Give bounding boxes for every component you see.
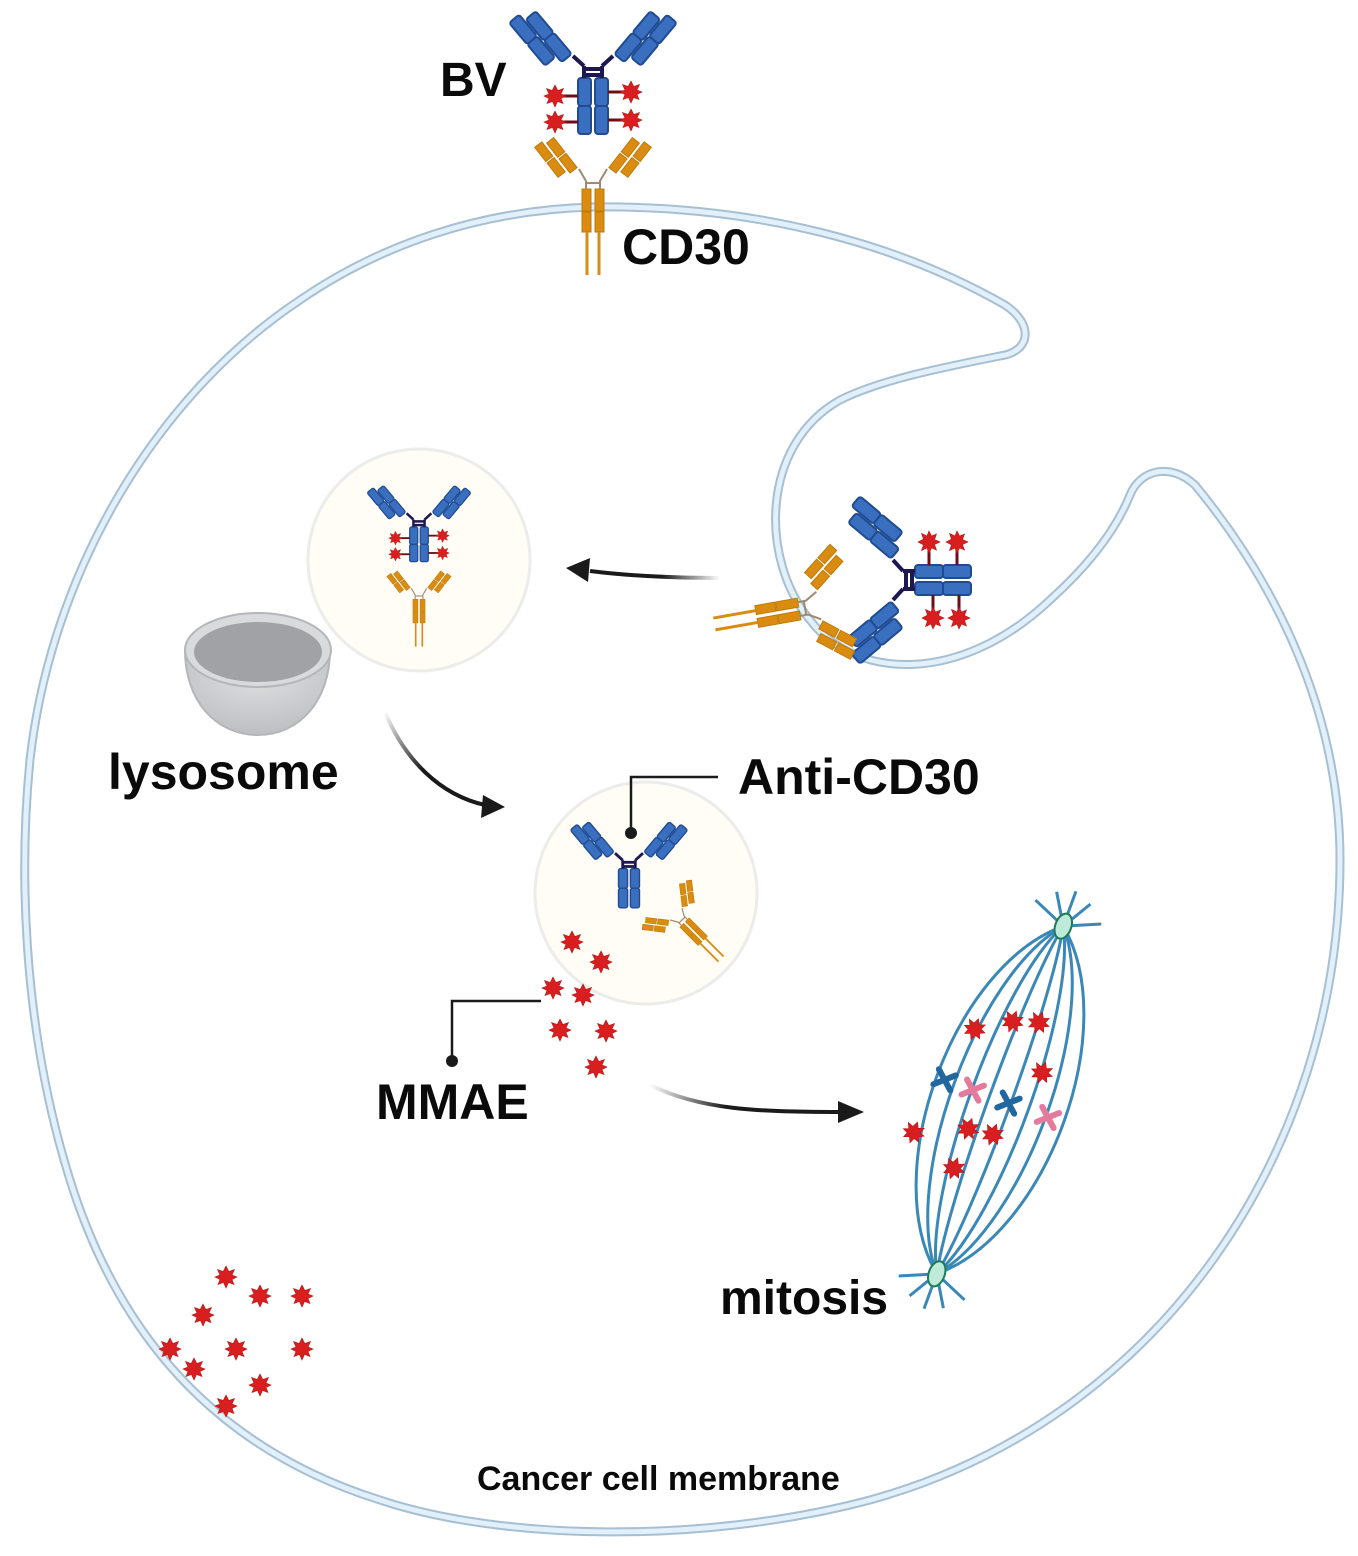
label-mitosis: mitosis (720, 1272, 889, 1325)
label-bv: BV (440, 54, 507, 107)
label-cd30: CD30 (622, 219, 750, 275)
chromosomes (930, 1066, 1063, 1132)
mitotic-spindle (898, 890, 1102, 1310)
mmae-leader (446, 999, 541, 1067)
cell-membrane (20, 202, 1345, 1537)
bv-cd30-complex-internalizing (702, 496, 971, 683)
label-lysosome: lysosome (108, 744, 339, 800)
mmae-bystander (158, 1265, 314, 1418)
label-anti-cd30: Anti-CD30 (738, 749, 980, 805)
label-mmae: MMAE (376, 1074, 529, 1130)
arrow-internalization (566, 558, 721, 582)
lysosome-icon (183, 612, 332, 737)
label-cancer-cell-membrane: Cancer cell membrane (477, 1460, 840, 1498)
arrow-lysosome-fusion (383, 711, 505, 818)
degradation-vesicle (533, 780, 759, 1079)
anti-cd30-leader (625, 775, 718, 839)
endosome-vesicle (306, 447, 532, 673)
bv-adc-surface (509, 5, 677, 134)
arrow-to-mitosis (649, 1083, 864, 1123)
